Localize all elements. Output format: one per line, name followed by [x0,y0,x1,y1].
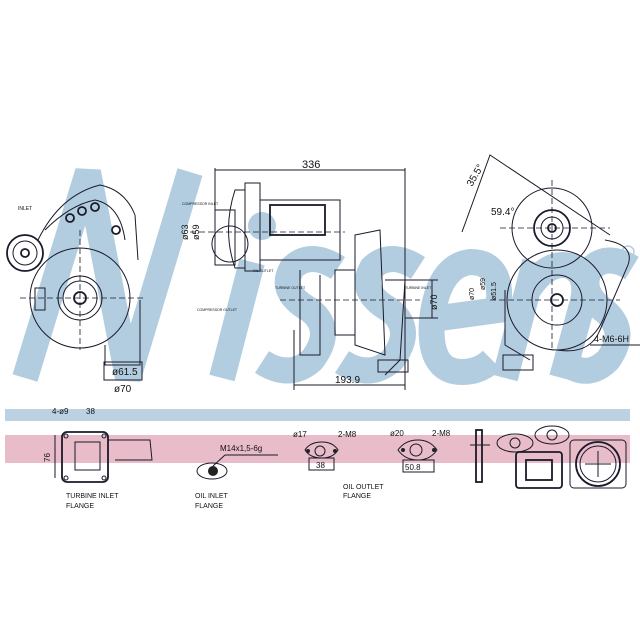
oil-outlet-b-spacing: 50.8 [405,463,421,472]
front-inlet-label: INLET [18,206,32,212]
oil-inlet-label-2: FLANGE [195,503,223,510]
oil-inlet-label-1: OIL INLET [195,493,229,500]
turbine-offset-dim: 193.9 [335,375,360,386]
watermark-letter-e [418,248,513,386]
watermark-letter-s1 [254,246,346,384]
turbine-flange-width: 38 [86,407,95,416]
oil-inlet-thread: M14x1,5-6g [220,444,262,453]
rear-angle1: 35.5° [465,163,486,189]
oil-outlet-a-spacing: 38 [316,461,325,470]
oil-outlet-b-bore: ø20 [390,429,404,438]
oil-outlet-flange-a: ø17 2-M8 38 [293,430,357,471]
compressor-inlet-label: COMPRESSOR INLET [182,202,219,206]
turbine-outlet-label: TURBINE OUTLET [275,286,306,290]
turbine-flange-height: 76 [43,453,52,462]
oil-outlet-b-bolts: 2-M8 [432,429,451,438]
oil-outlet-a-bore: ø17 [293,430,307,439]
side-view: 336 ø70 193.9 ø63 ø59 COMPRESSOR INLET O… [180,159,439,390]
watermark-letter-n [12,168,203,382]
registered-mark-icon [621,245,635,259]
oil-outlet-flange-b: ø20 2-M8 50.8 OIL OUTLET FLANGE [343,429,451,500]
oil-outlet-label: OIL OUTLET [253,269,274,273]
blue-band [5,409,630,421]
front-view: ø61.5 ø70 INLET [6,184,145,395]
turbine-flange-label-2: FLANGE [66,503,94,510]
watermark-letter-i [209,258,265,382]
rear-d2: ø59 [480,278,487,290]
front-dim-outer: ø70 [114,384,132,395]
rear-angle2: 59.4° [491,207,514,218]
compressor-inlet-d1: ø63 [180,224,190,240]
oil-outlet-label-1: OIL OUTLET [343,484,384,491]
compressor-outlet-dim: ø70 [429,294,439,310]
turbine-flange-holes: 4-ø9 [52,407,69,416]
turbine-inlet-flange: 4-ø9 38 76 TURBINE INLET FLANGE [43,407,153,510]
oil-outlet-a-bolts: 2-M8 [338,430,357,439]
compressor-inlet-d2: ø59 [191,224,201,240]
rear-thread: 4-M6-6H [594,334,629,344]
watermark-letter-s2 [334,246,426,384]
rear-d1: ø70 [469,288,476,300]
turbine-inlet-label: TURBINE INLET [405,286,432,290]
oil-outlet-label-2: FLANGE [343,493,371,500]
rear-d3: ø51.5 [491,282,498,300]
compressor-outlet-label: COMPRESSOR OUTLET [197,308,238,312]
length-dim: 336 [302,159,320,171]
gaskets [470,425,627,489]
oil-inlet-flange: M14x1,5-6g OIL INLET FLANGE [195,444,278,510]
watermark-i-dot [248,212,276,240]
front-dim-inner: ø61.5 [112,367,138,378]
nissens-watermark-logo [12,168,639,386]
turbine-flange-label-1: TURBINE INLET [66,493,119,500]
